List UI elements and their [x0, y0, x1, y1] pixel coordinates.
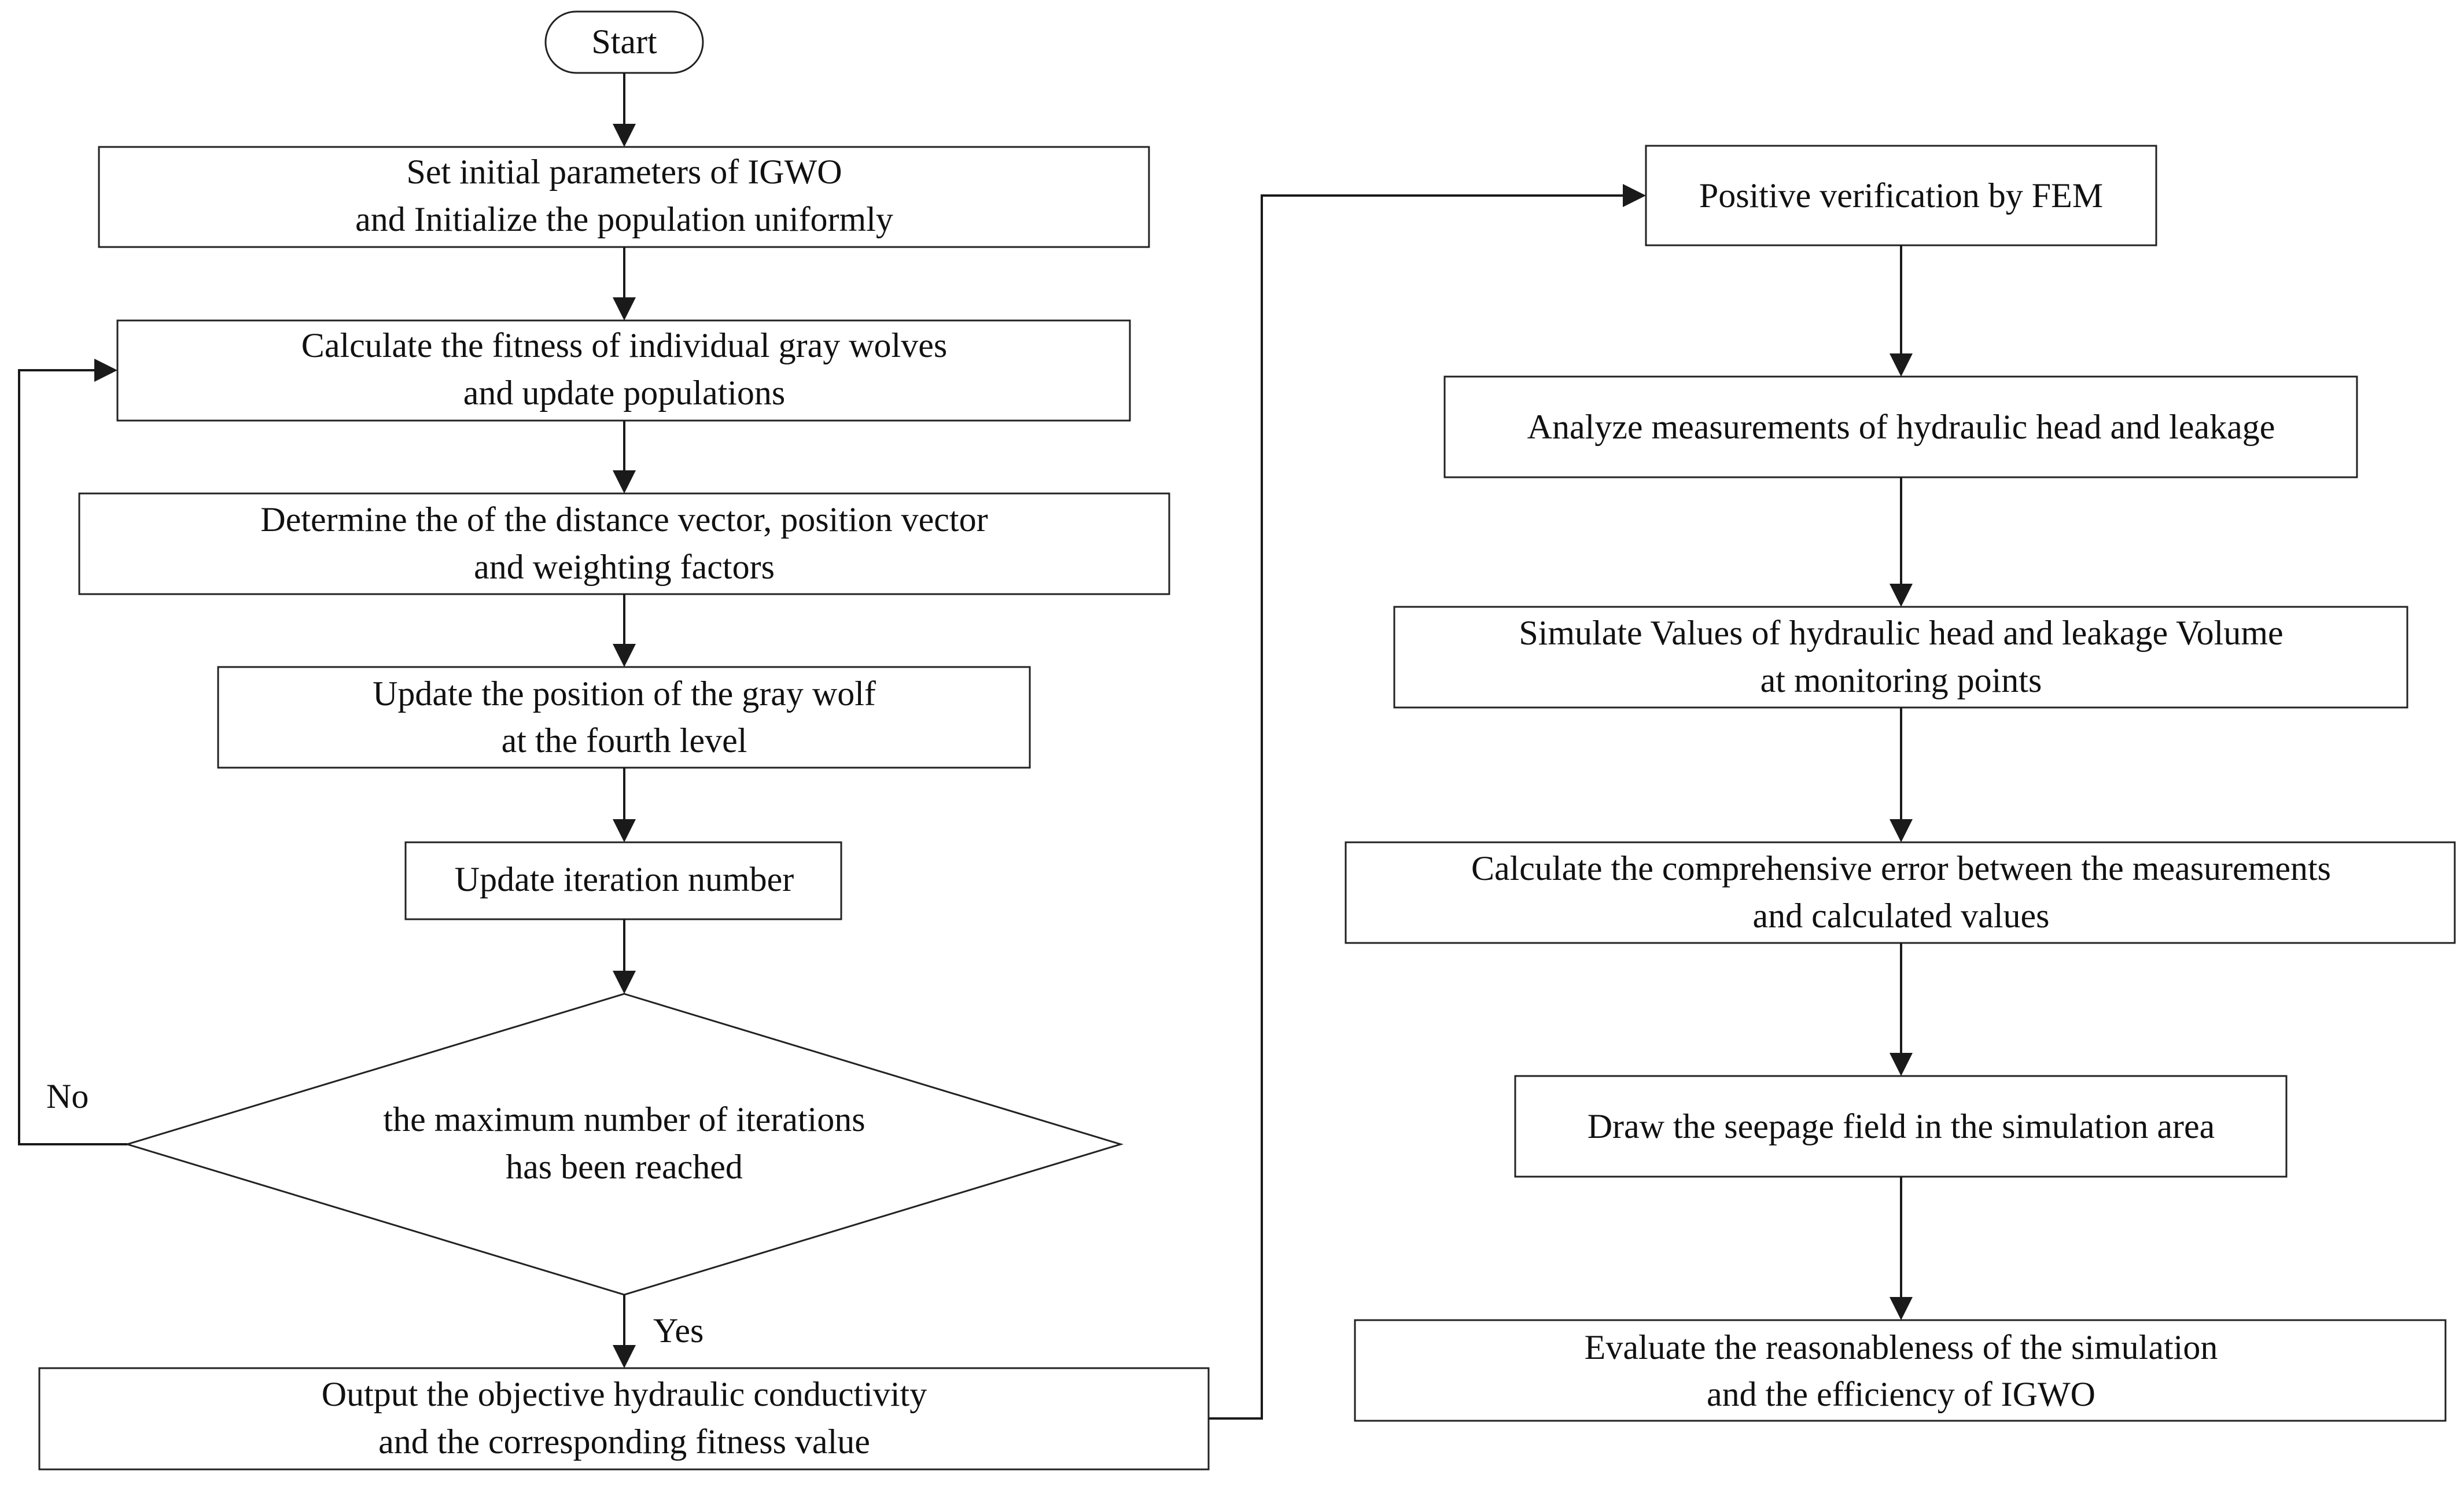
- node-max-iterations-decision: the maximum number of iterations has bee…: [124, 993, 1124, 1296]
- node-start: Start: [544, 10, 704, 74]
- node-determine-vectors: Determine the of the distance vector, po…: [78, 492, 1170, 595]
- node-update-position-line1: Update the position of the gray wolf: [373, 675, 876, 713]
- node-update-position-line2: at the fourth level: [502, 721, 747, 760]
- node-simulate-values: Simulate Values of hydraulic head and le…: [1393, 606, 2408, 709]
- node-max-iterations-decision-line1: the maximum number of iterations: [383, 1100, 865, 1138]
- node-analyze-measurements-label: Analyze measurements of hydraulic head a…: [1527, 408, 2275, 446]
- node-evaluate-reasonableness: Evaluate the reasonableness of the simul…: [1354, 1319, 2447, 1422]
- edge-label-yes: Yes: [653, 1311, 704, 1350]
- node-update-iteration-number-label: Update iteration number: [455, 860, 794, 898]
- node-set-initial-parameters-line2: and Initialize the population uniformly: [355, 200, 893, 238]
- node-calculate-fitness: Calculate the fitness of individual gray…: [116, 319, 1131, 422]
- node-evaluate-reasonableness-line2: and the efficiency of IGWO: [1707, 1375, 2095, 1413]
- node-determine-vectors-line2: and weighting factors: [474, 548, 775, 586]
- node-calculate-error: Calculate the comprehensive error betwee…: [1345, 841, 2456, 944]
- edge-label-no: No: [46, 1077, 89, 1115]
- node-analyze-measurements: Analyze measurements of hydraulic head a…: [1443, 375, 2358, 478]
- node-calculate-fitness-line2: and update populations: [463, 374, 786, 412]
- node-calculate-error-line1: Calculate the comprehensive error betwee…: [1471, 849, 2331, 887]
- node-calculate-fitness-line1: Calculate the fitness of individual gray…: [301, 326, 947, 364]
- node-max-iterations-decision-line2: has been reached: [506, 1148, 743, 1186]
- node-simulate-values-line2: at monitoring points: [1760, 661, 2042, 699]
- node-update-position: Update the position of the gray wolf at …: [217, 666, 1031, 769]
- node-output-conductivity: Output the objective hydraulic conductiv…: [38, 1367, 1210, 1471]
- arrow-output-to-positive-verification: [1209, 184, 1646, 1420]
- node-simulate-values-line1: Simulate Values of hydraulic head and le…: [1519, 614, 2283, 652]
- node-output-conductivity-line1: Output the objective hydraulic conductiv…: [322, 1375, 927, 1413]
- node-determine-vectors-line1: Determine the of the distance vector, po…: [260, 500, 988, 539]
- node-update-iteration-number: Update iteration number: [404, 841, 842, 920]
- arrow-decision-no-loop: [18, 359, 127, 1145]
- node-calculate-error-line2: and calculated values: [1752, 897, 2049, 935]
- node-set-initial-parameters: Set initial parameters of IGWO and Initi…: [98, 146, 1150, 248]
- node-positive-verification: Positive verification by FEM: [1645, 145, 2157, 246]
- node-set-initial-parameters-line1: Set initial parameters of IGWO: [406, 153, 842, 191]
- node-output-conductivity-line2: and the corresponding fitness value: [378, 1423, 870, 1461]
- node-start-label: Start: [591, 23, 657, 61]
- node-draw-seepage-field-label: Draw the seepage field in the simulation…: [1588, 1107, 2215, 1145]
- node-evaluate-reasonableness-line1: Evaluate the reasonableness of the simul…: [1585, 1328, 2218, 1366]
- node-draw-seepage-field: Draw the seepage field in the simulation…: [1514, 1075, 2288, 1178]
- node-positive-verification-label: Positive verification by FEM: [1699, 176, 2103, 215]
